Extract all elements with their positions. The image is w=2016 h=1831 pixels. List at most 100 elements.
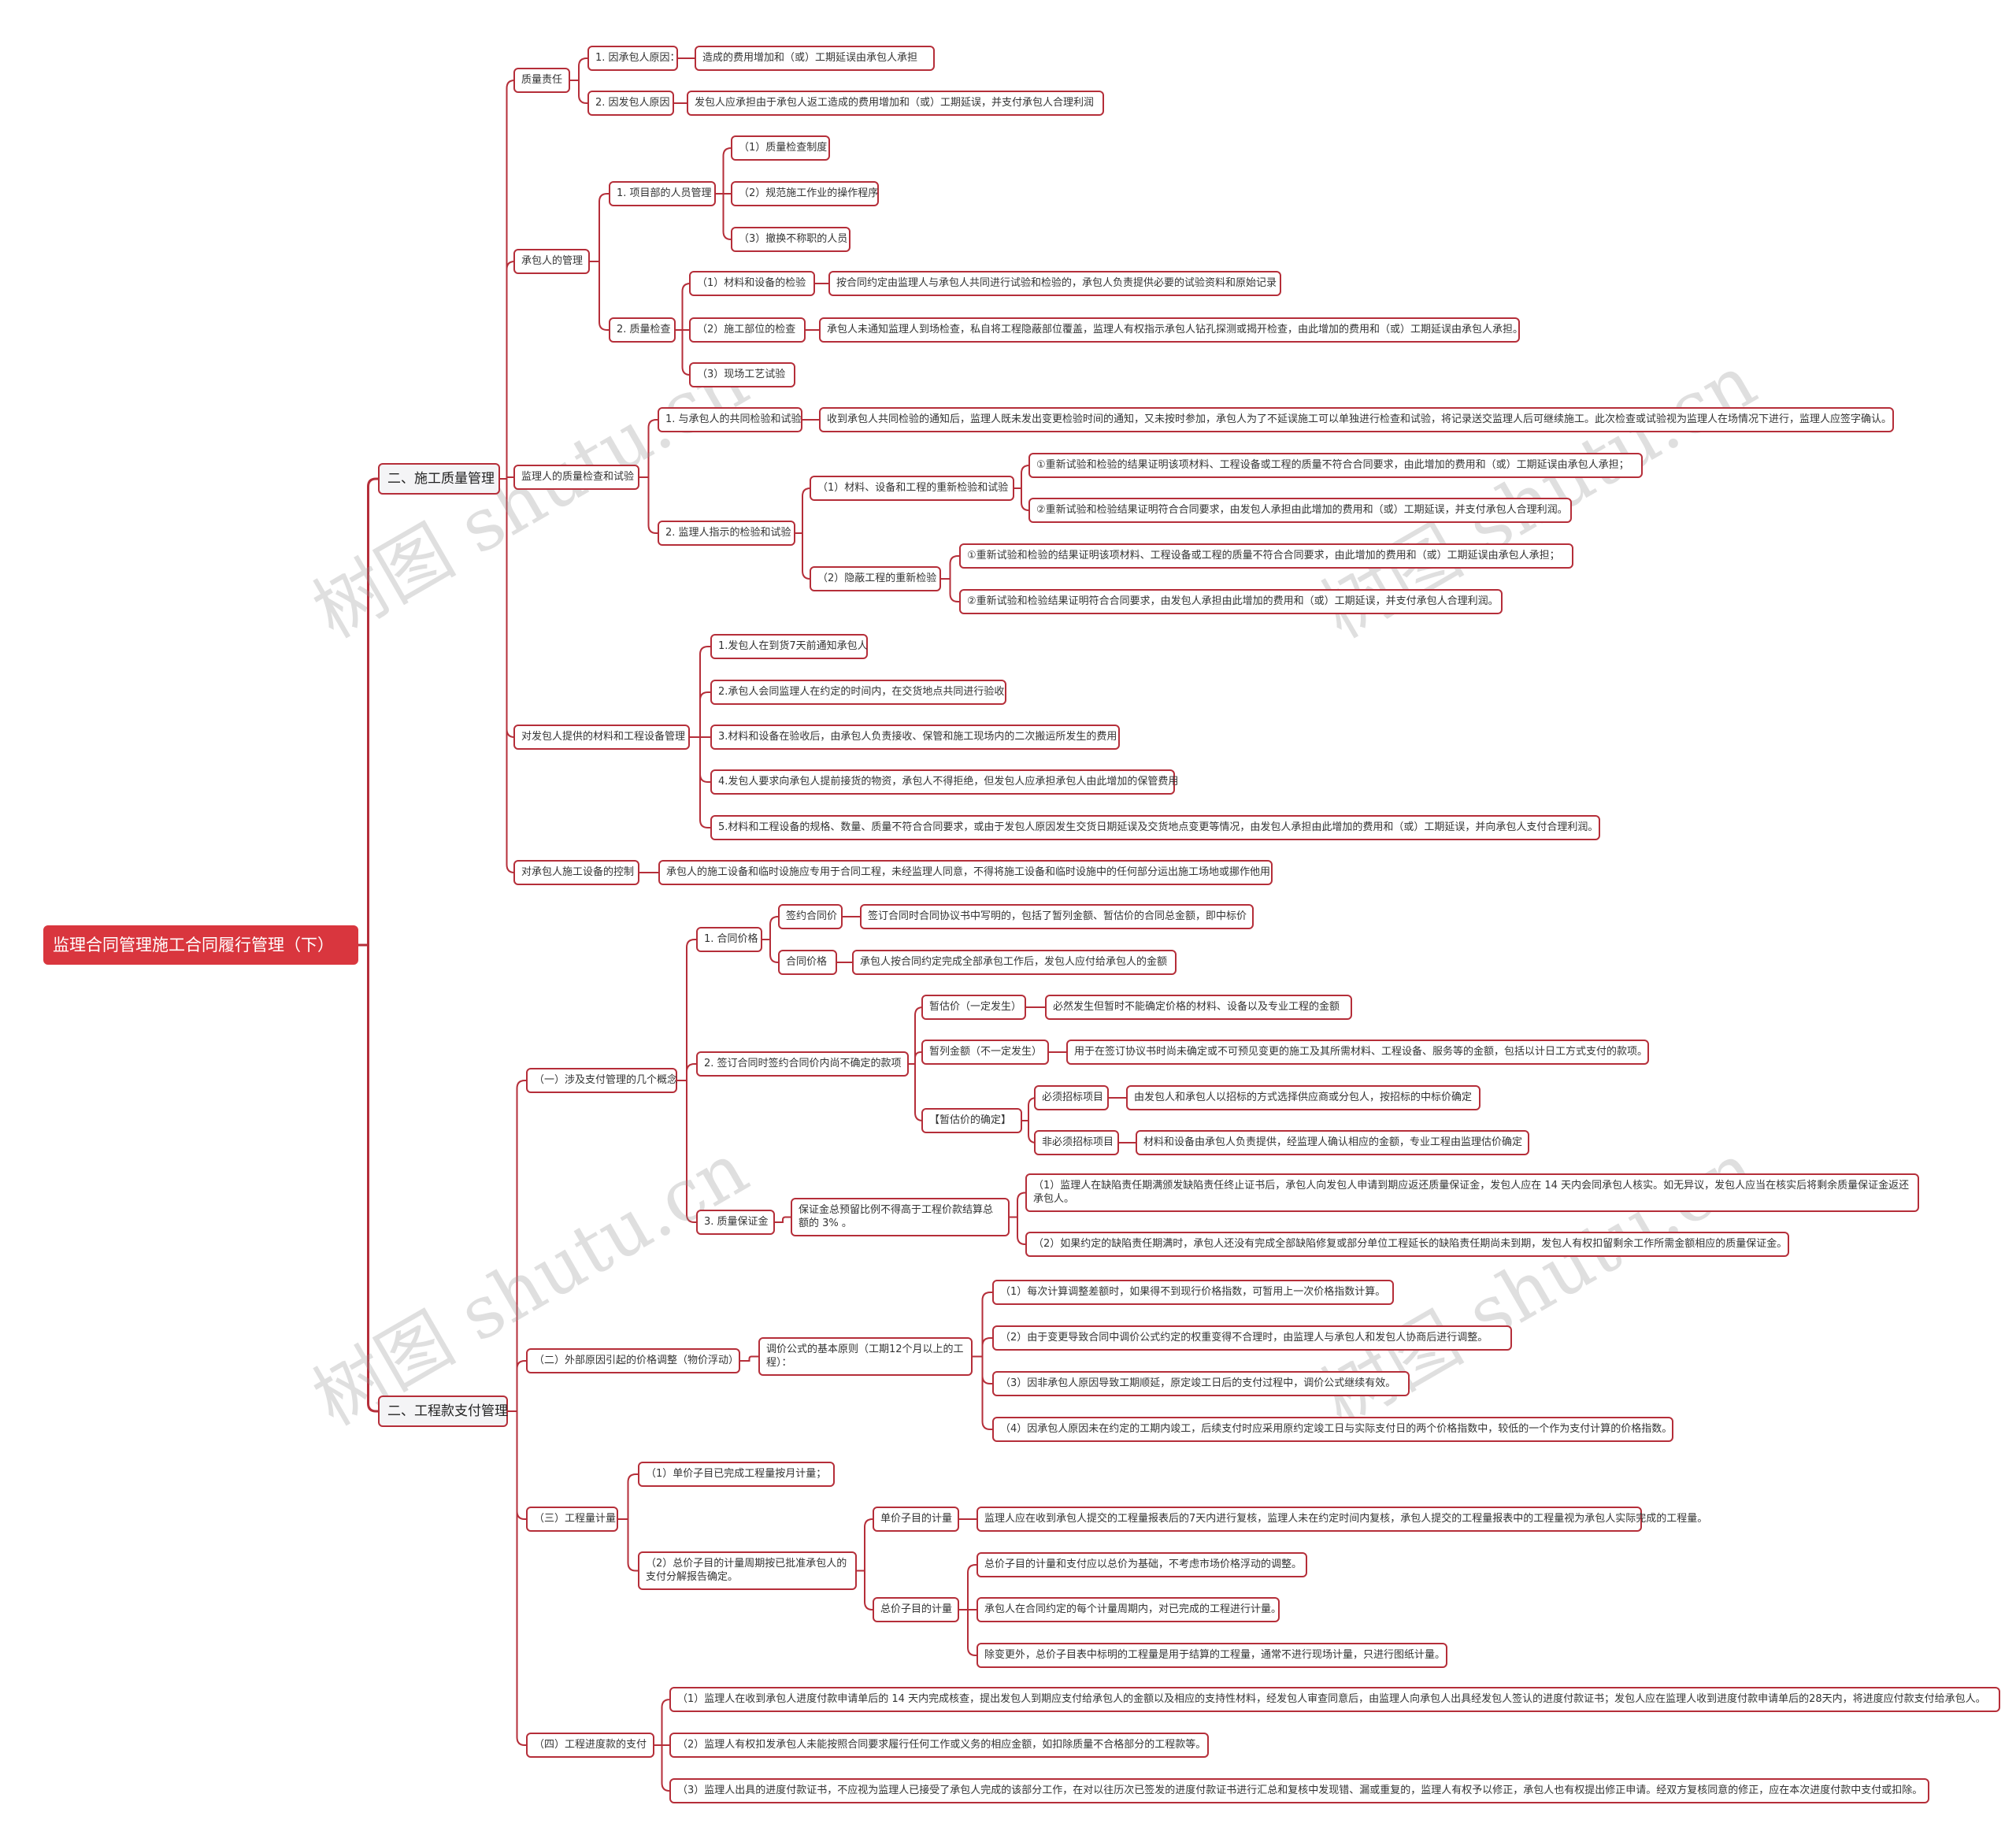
topic-site-inspection[interactable]: （2）施工部位的检查: [689, 317, 806, 343]
topic-adjustment-principles[interactable]: 调价公式的基本原则（工期12个月以上的工程）：: [758, 1337, 973, 1376]
leaf-text[interactable]: 用于在签订协议书时尚未确定或不可预见变更的施工及其所需材料、工程设备、服务等的金…: [1066, 1040, 1649, 1065]
leaf-text[interactable]: （2）由于变更导致合同中调价公式约定的权重变得不合理时，由监理人与承包人和发包人…: [992, 1325, 1512, 1351]
leaf-text[interactable]: （3）因非承包人原因导致工期顺延，原定竣工日后的支付过程中，调价公式继续有效。: [992, 1371, 1410, 1396]
leaf-text[interactable]: （3）现场工艺试验: [689, 362, 795, 387]
connector-line: [590, 193, 609, 262]
connector-line: [654, 1699, 670, 1746]
leaf-text[interactable]: （3）监理人出具的进度付款证书，不应视为监理人已接受了承包人完成的该部分工作，在…: [669, 1778, 1929, 1803]
topic-quantity-measurement[interactable]: （三）工程量计量: [526, 1507, 618, 1532]
leaf-text[interactable]: 5.材料和工程设备的规格、数量、质量不符合合同要求，或由于发包人原因发生交货日期…: [710, 815, 1600, 840]
connector-line: [690, 691, 710, 738]
topic-provisional-amount[interactable]: 暂列金额（不一定发生）: [921, 1040, 1049, 1065]
connector-line: [677, 1080, 696, 1223]
topic-contract-price-def[interactable]: 合同价格: [778, 950, 837, 975]
topic-signed-price[interactable]: 签约合同价: [778, 904, 843, 929]
topic-employer-materials[interactable]: 对发包人提供的材料和工程设备管理: [513, 725, 690, 750]
leaf-text[interactable]: ②重新试验和检验结果证明符合合同要求，由发包人承担由此增加的费用和（或）工期延误…: [1028, 498, 1572, 523]
leaf-text[interactable]: （4）因承包人原因未在约定的工期内竣工，后续支付时应采用原约定竣工日与实际支付日…: [992, 1417, 1673, 1442]
connector-line: [973, 1292, 992, 1358]
connector-line: [639, 419, 658, 478]
connector-line: [857, 1570, 873, 1610]
connector-line: [775, 1216, 791, 1223]
topic-price-adjustment[interactable]: （二）外部原因引起的价格调整（物价浮动）: [526, 1348, 740, 1373]
leaf-text[interactable]: 承包人的施工设备和临时设施应专用于合同工程，未经监理人同意，不得将施工设备和临时…: [658, 860, 1273, 885]
leaf-text[interactable]: （2）规范施工作业的操作程序: [731, 181, 879, 206]
topic-non-mandatory-tender[interactable]: 非必须招标项目: [1034, 1130, 1119, 1155]
topic-quality-inspection[interactable]: 2. 质量检查: [609, 317, 676, 343]
leaf-text[interactable]: 3.材料和设备在验收后，由承包人负责接收、保管和施工现场内的二次搬运所发生的费用: [710, 725, 1120, 750]
leaf-text[interactable]: 承包人未通知监理人到场检查，私自将工程隐蔽部位覆盖，监理人有权指示承包人钻孔探测…: [819, 317, 1523, 343]
leaf-text[interactable]: （1）每次计算调整差额时，如果得不到现行价格指数，可暂用上一次价格指数计算。: [992, 1280, 1394, 1305]
leaf-text[interactable]: 监理人应在收到承包人提交的工程量报表后的7天内进行复核，监理人未在约定时间内复核…: [976, 1507, 1707, 1532]
leaf-text[interactable]: （1）监理人在收到承包人进度付款申请单后的 14 天内完成核查，提出发包人到期应…: [669, 1687, 2000, 1712]
leaf-text[interactable]: ①重新试验和检验的结果证明该项材料、工程设备或工程的质量不符合合同要求，由此增加…: [1028, 453, 1643, 478]
topic-material-inspection[interactable]: （1）材料和设备的检验: [689, 271, 815, 296]
leaf-text[interactable]: 材料和设备由承包人负责提供，经监理人确认相应的金额，专业工程由监理估价确定: [1136, 1130, 1529, 1155]
topic-contract-price[interactable]: 1. 合同价格: [696, 927, 762, 952]
connector-line: [762, 916, 779, 940]
connector-line: [676, 329, 691, 376]
topic-instructed-inspection[interactable]: 2. 监理人指示的检验和试验: [658, 521, 795, 546]
root-topic[interactable]: 监理合同管理施工合同履行管理（下）: [43, 925, 358, 965]
topic-employer-cause[interactable]: 2. 因发包人原因: [587, 91, 674, 116]
leaf-text[interactable]: （1）质量检查制度: [731, 135, 830, 161]
connector-line: [500, 261, 515, 480]
connector-line: [795, 532, 811, 580]
leaf-text[interactable]: 除变更外，总价子目表中标明的工程量是用于结算的工程量，通常不进行现场计量，只进行…: [976, 1643, 1447, 1668]
topic-quality-guarantee[interactable]: 3. 质量保证金: [696, 1210, 775, 1235]
connector-line: [740, 1355, 758, 1362]
leaf-text[interactable]: 总价子目的计量和支付应以总价为基础，不考虑市场价格浮动的调整。: [976, 1552, 1307, 1577]
connector-line: [590, 261, 609, 331]
leaf-text[interactable]: （1）监理人在缺陷责任期满颁发缺陷责任终止证书后，承包人向发包人申请到期应返还质…: [1025, 1173, 1919, 1212]
leaf-text[interactable]: 承包人按合同约定完成全部承包工作后，发包人应付给承包人的金额: [852, 950, 1177, 975]
topic-progress-payment[interactable]: （四）工程进度款的支付: [526, 1733, 654, 1758]
topic-supervisor-inspection[interactable]: 监理人的质量检查和试验: [513, 465, 639, 490]
leaf-text[interactable]: 由发包人和承包人以招标的方式选择供应商或分包人，按招标的中标价确定: [1126, 1085, 1480, 1110]
leaf-text[interactable]: 签订合同时合同协议书中写明的，包括了暂列金额、暂估价的合同总金额，即中标价: [860, 904, 1254, 929]
leaf-text[interactable]: 2.承包人会同监理人在约定的时间内，在交货地点共同进行验收: [710, 680, 1006, 705]
leaf-text[interactable]: 发包人应承担由于承包人返工造成的费用增加和（或）工期延误，并支付承包人合理利润: [687, 91, 1104, 116]
connector-line: [500, 476, 513, 480]
branch-payment-management[interactable]: 二、工程款支付管理: [378, 1395, 508, 1427]
topic-mandatory-tender[interactable]: 必须招标项目: [1034, 1085, 1109, 1110]
topic-lump-sum-measure[interactable]: 总价子目的计量: [873, 1597, 959, 1622]
leaf-text[interactable]: 造成的费用增加和（或）工期延误由承包人承担: [695, 46, 935, 71]
leaf-text[interactable]: ①重新试验和检验的结果证明该项材料、工程设备或工程的质量不符合合同要求，由此增加…: [959, 543, 1573, 569]
leaf-text[interactable]: 1.发包人在到货7天前通知承包人: [710, 634, 868, 659]
connector-line: [508, 1360, 526, 1412]
topic-estimate-determination[interactable]: 【暂估价的确定】: [921, 1108, 1022, 1133]
connector-line: [618, 1518, 638, 1572]
leaf-text[interactable]: （3）撤换不称职的人员: [731, 227, 850, 252]
leaf-text[interactable]: 必然发生但暂时不能确定价格的材料、设备以及专业工程的金额: [1045, 995, 1352, 1020]
topic-guarantee-ratio[interactable]: 保证金总预留比例不得高于工程价款结算总额的 3% 。: [791, 1198, 1010, 1236]
topic-lump-sum-period[interactable]: （2）总价子目的计量周期按已批准承包人的支付分解报告确定。: [638, 1551, 857, 1590]
topic-contractor-equipment[interactable]: 对承包人施工设备的控制: [513, 860, 639, 885]
topic-quality-responsibility[interactable]: 质量责任: [513, 68, 570, 93]
topic-joint-inspection[interactable]: 1. 与承包人的共同检验和试验: [658, 407, 802, 432]
topic-provisional-sum-estimate[interactable]: 暂估价（一定发生）: [921, 995, 1026, 1020]
leaf-text[interactable]: （2）如果约定的缺陷责任期满时，承包人还没有完成全部缺陷修复或部分单位工程延长的…: [1025, 1232, 1789, 1257]
topic-unit-price-measure[interactable]: 单价子目的计量: [873, 1507, 959, 1532]
topic-personnel-management[interactable]: 1. 项目部的人员管理: [609, 181, 716, 206]
connector-line: [959, 1609, 976, 1656]
topic-contractor-cause[interactable]: 1. 因承包人原因：: [587, 46, 680, 71]
topic-payment-concepts[interactable]: （一）涉及支付管理的几个概念: [526, 1068, 677, 1093]
connector-line: [941, 555, 959, 580]
topic-contractor-management[interactable]: 承包人的管理: [513, 249, 590, 274]
leaf-text[interactable]: 收到承包人共同检验的通知后，监理人既未发出变更检验时间的通知，又未按时参加，承包…: [819, 407, 1894, 432]
leaf-text[interactable]: （2）监理人有权扣发承包人未能按照合同要求履行任何工作或义务的相应金额，如扣除质…: [669, 1733, 1209, 1758]
topic-reinspection[interactable]: （1）材料、设备和工程的重新检验和试验: [810, 476, 1014, 501]
leaf-text[interactable]: ②重新试验和检验结果证明符合合同要求，由发包人承担由此增加的费用和（或）工期延误…: [959, 589, 1503, 614]
connector-line: [358, 477, 378, 947]
topic-hidden-works[interactable]: （2）隐蔽工程的重新检验: [810, 566, 941, 591]
connector-line: [508, 1080, 526, 1412]
connector-line: [716, 147, 732, 195]
branch-construction-quality[interactable]: 二、施工质量管理: [378, 463, 500, 495]
leaf-text[interactable]: 4.发包人要求向承包人提前接货的物资，承包人不得拒绝，但发包人应承担承包人由此增…: [710, 769, 1178, 795]
topic-uncertain-amounts[interactable]: 2. 签订合同时签约合同价内尚不确定的款项: [696, 1051, 909, 1077]
connector-line: [1014, 487, 1030, 511]
leaf-text[interactable]: 按合同约定由监理人与承包人共同进行试验和检验的，承包人负责提供必要的试验资料和原…: [828, 271, 1281, 296]
leaf-text[interactable]: （1）单价子目已完成工程量按月计量；: [638, 1462, 835, 1487]
leaf-text[interactable]: 承包人在合同约定的每个计量周期内，对已完成的工程进行计量。: [976, 1597, 1281, 1622]
